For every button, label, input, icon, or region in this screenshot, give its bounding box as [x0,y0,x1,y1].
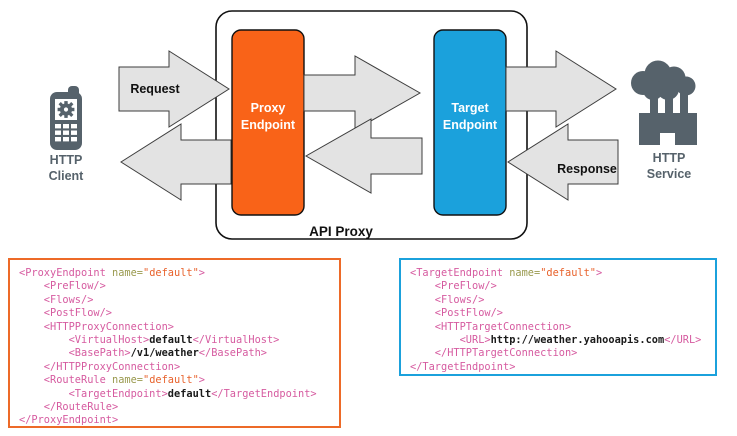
code-token: <TargetEndpoint [410,267,510,279]
http-service-label-line2: Service [647,167,692,181]
http-client-label-line1: HTTP [50,153,83,167]
target-endpoint-box [433,29,507,216]
request-arrow [118,50,230,128]
code-line: </HTTPProxyConnection> [19,361,331,374]
code-line: </HTTPTargetConnection> [410,347,707,360]
code-line: <PostFlow/> [410,307,707,320]
code-line: <TargetEndpoint name="default"> [410,267,707,280]
code-token: </TargetEndpoint> [211,387,317,400]
proxy-endpoint-xml-panel: <ProxyEndpoint name="default"> <PreFlow/… [8,258,341,428]
request-label: Request [130,82,180,96]
code-token: name= [112,374,143,387]
code-token: </RouteRule> [19,401,119,414]
code-line: <PreFlow/> [19,280,331,293]
code-token: /v1/weather [130,347,199,360]
code-token: <PreFlow/> [19,280,106,293]
code-token: http://weather.yahooapis.com [490,334,665,347]
service-request-arrow [505,50,617,128]
client-response-arrow [120,123,232,201]
code-token: <ProxyEndpoint [19,267,112,279]
code-token: name= [509,267,541,279]
factory-cloud-icon [631,60,697,145]
code-token: > [198,267,205,279]
code-line: <URL>http://weather.yahooapis.com</URL> [410,334,707,347]
code-line: <PreFlow/> [410,280,707,293]
code-line: <VirtualHost>default</VirtualHost> [19,334,331,347]
code-line: <Flows/> [410,294,707,307]
code-token: <HTTPTargetConnection> [410,320,572,333]
code-token: </HTTPTargetConnection> [410,347,578,360]
code-token: <Flows/> [19,293,94,306]
api-proxy-diagram: HTTP Client HTTP Service Requ [49,10,697,240]
http-client-label-line2: Client [49,169,85,183]
code-token: </URL> [664,334,702,347]
proxy-endpoint-box [231,29,305,216]
code-token: <VirtualHost> [19,334,150,347]
code-token: <PostFlow/> [19,307,112,320]
code-line: <ProxyEndpoint name="default"> [19,267,331,280]
code-token: <HTTPProxyConnection> [19,320,174,333]
code-line: </TargetEndpoint> [410,361,707,374]
code-line: <RouteRule name="default"> [19,374,331,387]
response-label: Response [557,162,617,176]
code-token: <PostFlow/> [410,307,503,320]
code-token: <PreFlow/> [410,280,497,293]
target-to-proxy-arrow [304,118,423,194]
code-line: </ProxyEndpoint> [19,414,331,427]
code-token: default [149,334,193,347]
code-token: <BasePath> [19,347,131,360]
code-token: <URL> [410,334,491,347]
code-token: <RouteRule [19,374,112,387]
target-endpoint-label-line1: Target [451,101,489,115]
code-line: <PostFlow/> [19,307,331,320]
code-line: <HTTPTargetConnection> [410,321,707,334]
api-proxy-container-label: API Proxy [309,224,373,239]
code-token: "default" [143,374,199,387]
proxy-to-target-arrow [303,55,422,131]
code-line: <Flows/> [19,294,331,307]
code-line: </RouteRule> [19,401,331,414]
code-token: <TargetEndpoint> [19,387,168,400]
code-token: </BasePath> [198,347,267,360]
code-line: <BasePath>/v1/weather</BasePath> [19,347,331,360]
code-token: > [596,267,603,279]
code-line: <HTTPProxyConnection> [19,321,331,334]
code-token: default [167,387,212,400]
code-token: </VirtualHost> [192,334,280,347]
mobile-phone-icon [50,86,82,150]
code-line: <TargetEndpoint>default</TargetEndpoint> [19,388,331,401]
code-token: "default" [540,267,596,279]
code-token: <Flows/> [410,293,485,306]
code-token: "default" [143,267,199,279]
code-token: > [198,374,205,387]
code-token: </HTTPProxyConnection> [19,360,181,373]
target-endpoint-xml-panel: <TargetEndpoint name="default"> <PreFlow… [399,258,717,376]
http-service-label-line1: HTTP [653,151,686,165]
code-token: </TargetEndpoint> [410,360,516,373]
proxy-endpoint-label-line1: Proxy [251,101,286,115]
code-token: </ProxyEndpoint> [19,414,119,427]
code-token: name= [112,267,143,279]
service-response-arrow [507,123,619,201]
proxy-endpoint-label-line2: Endpoint [241,118,296,132]
target-endpoint-label-line2: Endpoint [443,118,498,132]
